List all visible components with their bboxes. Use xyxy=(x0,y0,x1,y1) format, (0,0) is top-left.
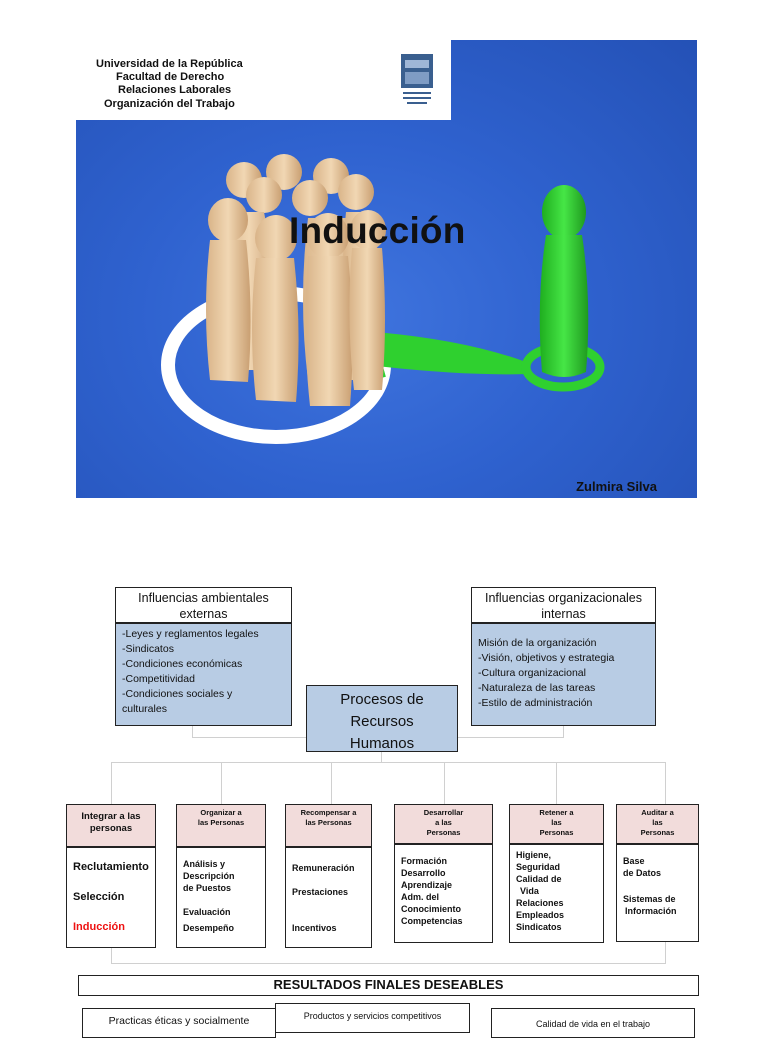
list-item: -Condiciones sociales y xyxy=(122,688,233,700)
title-slide: Universidad de la República Facultad de … xyxy=(76,40,697,498)
process-title-recompensar: Recompensar a las Personas xyxy=(285,804,372,847)
slide-title: Inducción xyxy=(289,210,466,251)
university-name: Universidad de la República xyxy=(96,58,243,70)
list-item: Sistemas de xyxy=(623,894,676,904)
list-item: -Leyes y reglamentos legales xyxy=(122,628,259,640)
list-item: Competencias xyxy=(401,916,463,926)
list-item: -Naturaleza de las tareas xyxy=(478,682,596,694)
list-item: Incentivos xyxy=(292,923,337,933)
list-item: Aprendizaje xyxy=(401,880,453,890)
list-item: -Condiciones económicas xyxy=(122,658,243,670)
process-title-organizar: Organizar a las Personas xyxy=(176,804,266,847)
author-name: Zulmira Silva xyxy=(576,479,657,494)
process-items-auditar: Base de Datos Sistemas de Información xyxy=(616,844,699,942)
external-influences-title: Influencias ambientales externas xyxy=(115,587,292,623)
list-item: culturales xyxy=(122,703,167,715)
internal-influences-title: Influencias organizacionales internas xyxy=(471,587,656,623)
list-item: -Visión, objetivos y estrategia xyxy=(478,652,615,664)
course-name: Organización del Trabajo xyxy=(104,98,235,110)
connector-line xyxy=(221,762,222,804)
list-item: Análisis y xyxy=(183,859,226,869)
connector-line xyxy=(111,963,666,964)
list-item: Base xyxy=(623,856,645,866)
list-item-induccion: Inducción xyxy=(73,921,125,933)
university-header: Universidad de la República Facultad de … xyxy=(76,40,451,120)
hr-processes-box: Procesos de Recursos Humanos xyxy=(306,685,458,752)
list-item: Remuneración xyxy=(292,863,355,873)
external-influences-list: -Leyes y reglamentos legales -Sindicatos… xyxy=(115,623,292,726)
green-figure xyxy=(539,185,589,377)
list-item: -Sindicatos xyxy=(122,643,174,655)
list-item: Descripción xyxy=(183,871,235,881)
connector-line xyxy=(192,726,193,738)
list-item: Prestaciones xyxy=(292,887,349,897)
connector-line xyxy=(444,762,445,804)
list-item: Desempeño xyxy=(183,923,235,933)
list-item: -Competitividad xyxy=(122,673,195,685)
result-box-products: Productos y servicios competitivos xyxy=(275,1003,470,1033)
faculty-name: Facultad de Derecho xyxy=(116,71,225,83)
list-item: Sindicatos xyxy=(516,922,562,932)
program-name: Relaciones Laborales xyxy=(118,84,232,96)
list-item: Vida xyxy=(520,886,539,896)
list-item: Conocimiento xyxy=(401,904,461,914)
process-items-integrar: Reclutamiento Selección Inducción xyxy=(66,847,156,948)
list-item: Adm. del xyxy=(401,892,440,902)
results-title: RESULTADOS FINALES DESEABLES xyxy=(78,975,699,996)
process-title-integrar: Integrar a las personas xyxy=(66,804,156,847)
list-item: Relaciones xyxy=(516,898,564,908)
list-item: Selección xyxy=(73,891,125,903)
process-title-desarrollar: Desarrollar a las Personas xyxy=(394,804,493,844)
list-item: Calidad de xyxy=(516,874,562,884)
wooden-crowd xyxy=(206,154,386,406)
list-item: Misión de la organización xyxy=(478,637,597,649)
list-item: Evaluación xyxy=(183,907,231,917)
process-items-retener: Higiene, Seguridad Calidad de Vida Relac… xyxy=(509,844,604,943)
list-item: -Cultura organizacional xyxy=(478,667,586,679)
result-box-ethics: Practicas éticas y socialmente xyxy=(82,1008,276,1038)
list-item: Higiene, xyxy=(516,850,552,860)
connector-line xyxy=(111,762,666,763)
university-crest-icon xyxy=(401,54,433,104)
list-item: Formación xyxy=(401,856,448,866)
connector-line xyxy=(111,948,112,964)
process-items-organizar: Análisis y Descripción de Puestos Evalua… xyxy=(176,847,266,948)
list-item: Desarrollo xyxy=(401,868,446,878)
connector-line xyxy=(563,726,564,738)
illustration-wooden-figures xyxy=(161,154,605,444)
list-item: Empleados xyxy=(516,910,565,920)
list-item: Seguridad xyxy=(516,862,561,872)
process-title-auditar: Auditar a las Personas xyxy=(616,804,699,844)
internal-influences-list: Misión de la organización -Visión, objet… xyxy=(471,623,656,726)
list-item: Información xyxy=(625,906,677,916)
list-item: de Datos xyxy=(623,868,662,878)
connector-line xyxy=(458,737,564,738)
list-item: -Estilo de administración xyxy=(478,697,593,709)
connector-line xyxy=(111,762,112,804)
connector-line xyxy=(556,762,557,804)
list-item: de Puestos xyxy=(183,883,232,893)
process-items-recompensar: Remuneración Prestaciones Incentivos xyxy=(285,847,372,948)
result-box-quality-of-life: Calidad de vida en el trabajo xyxy=(491,1008,695,1038)
connector-line xyxy=(665,762,666,804)
connector-line xyxy=(665,942,666,964)
connector-line xyxy=(381,752,382,762)
process-title-retener: Retener a las Personas xyxy=(509,804,604,844)
list-item: Reclutamiento xyxy=(73,861,149,873)
connector-line xyxy=(331,762,332,804)
process-items-desarrollar: Formación Desarrollo Aprendizaje Adm. de… xyxy=(394,844,493,943)
connector-line xyxy=(192,737,306,738)
